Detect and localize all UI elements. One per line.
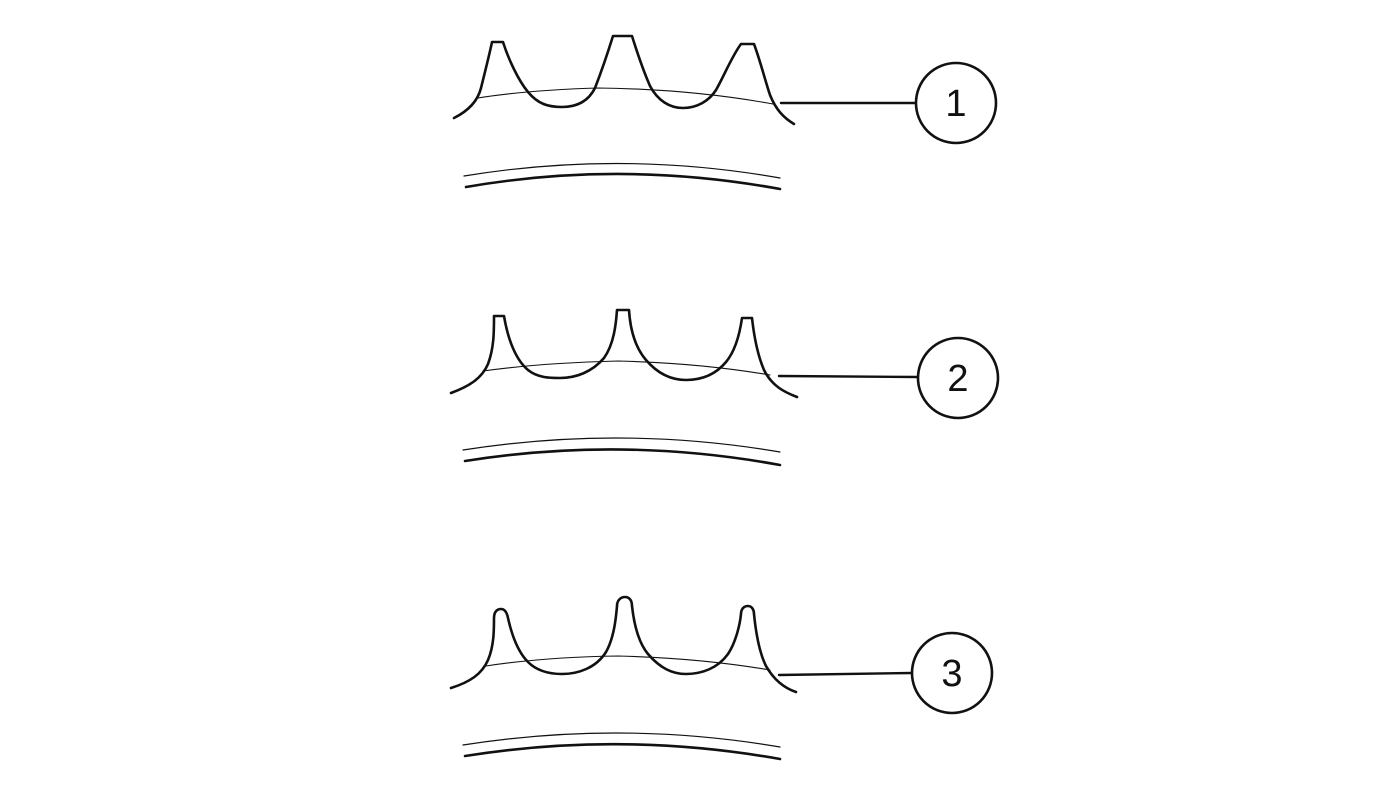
callout-label-1: 1 <box>945 83 966 125</box>
base-line-thin-2 <box>462 437 781 453</box>
base-line-thin-1 <box>463 162 781 179</box>
base-line-thick-2 <box>463 448 782 467</box>
callout-circle-1 <box>914 61 998 145</box>
pitch-line-1 <box>477 87 774 105</box>
base-line-thin-3 <box>462 732 781 748</box>
callout-label-3: 3 <box>941 653 962 695</box>
callout-circle-3 <box>910 631 994 715</box>
callout-label-2: 2 <box>947 358 968 400</box>
leader-line-2 <box>777 374 920 379</box>
base-line-thick-3 <box>463 742 782 761</box>
base-line-thick-1 <box>464 172 782 191</box>
tooth-outline-1 <box>452 34 796 126</box>
tooth-outline-2 <box>449 308 799 399</box>
callout-circle-2 <box>916 336 1000 420</box>
tooth-outline-3 <box>449 595 798 694</box>
leader-line-3 <box>777 671 914 677</box>
pitch-line-2 <box>482 360 771 376</box>
tooth-profile-3: 3 <box>449 595 994 761</box>
tooth-profile-1: 1 <box>452 34 998 191</box>
pitch-line-3 <box>485 655 771 671</box>
tooth-profile-2: 2 <box>449 308 1000 467</box>
